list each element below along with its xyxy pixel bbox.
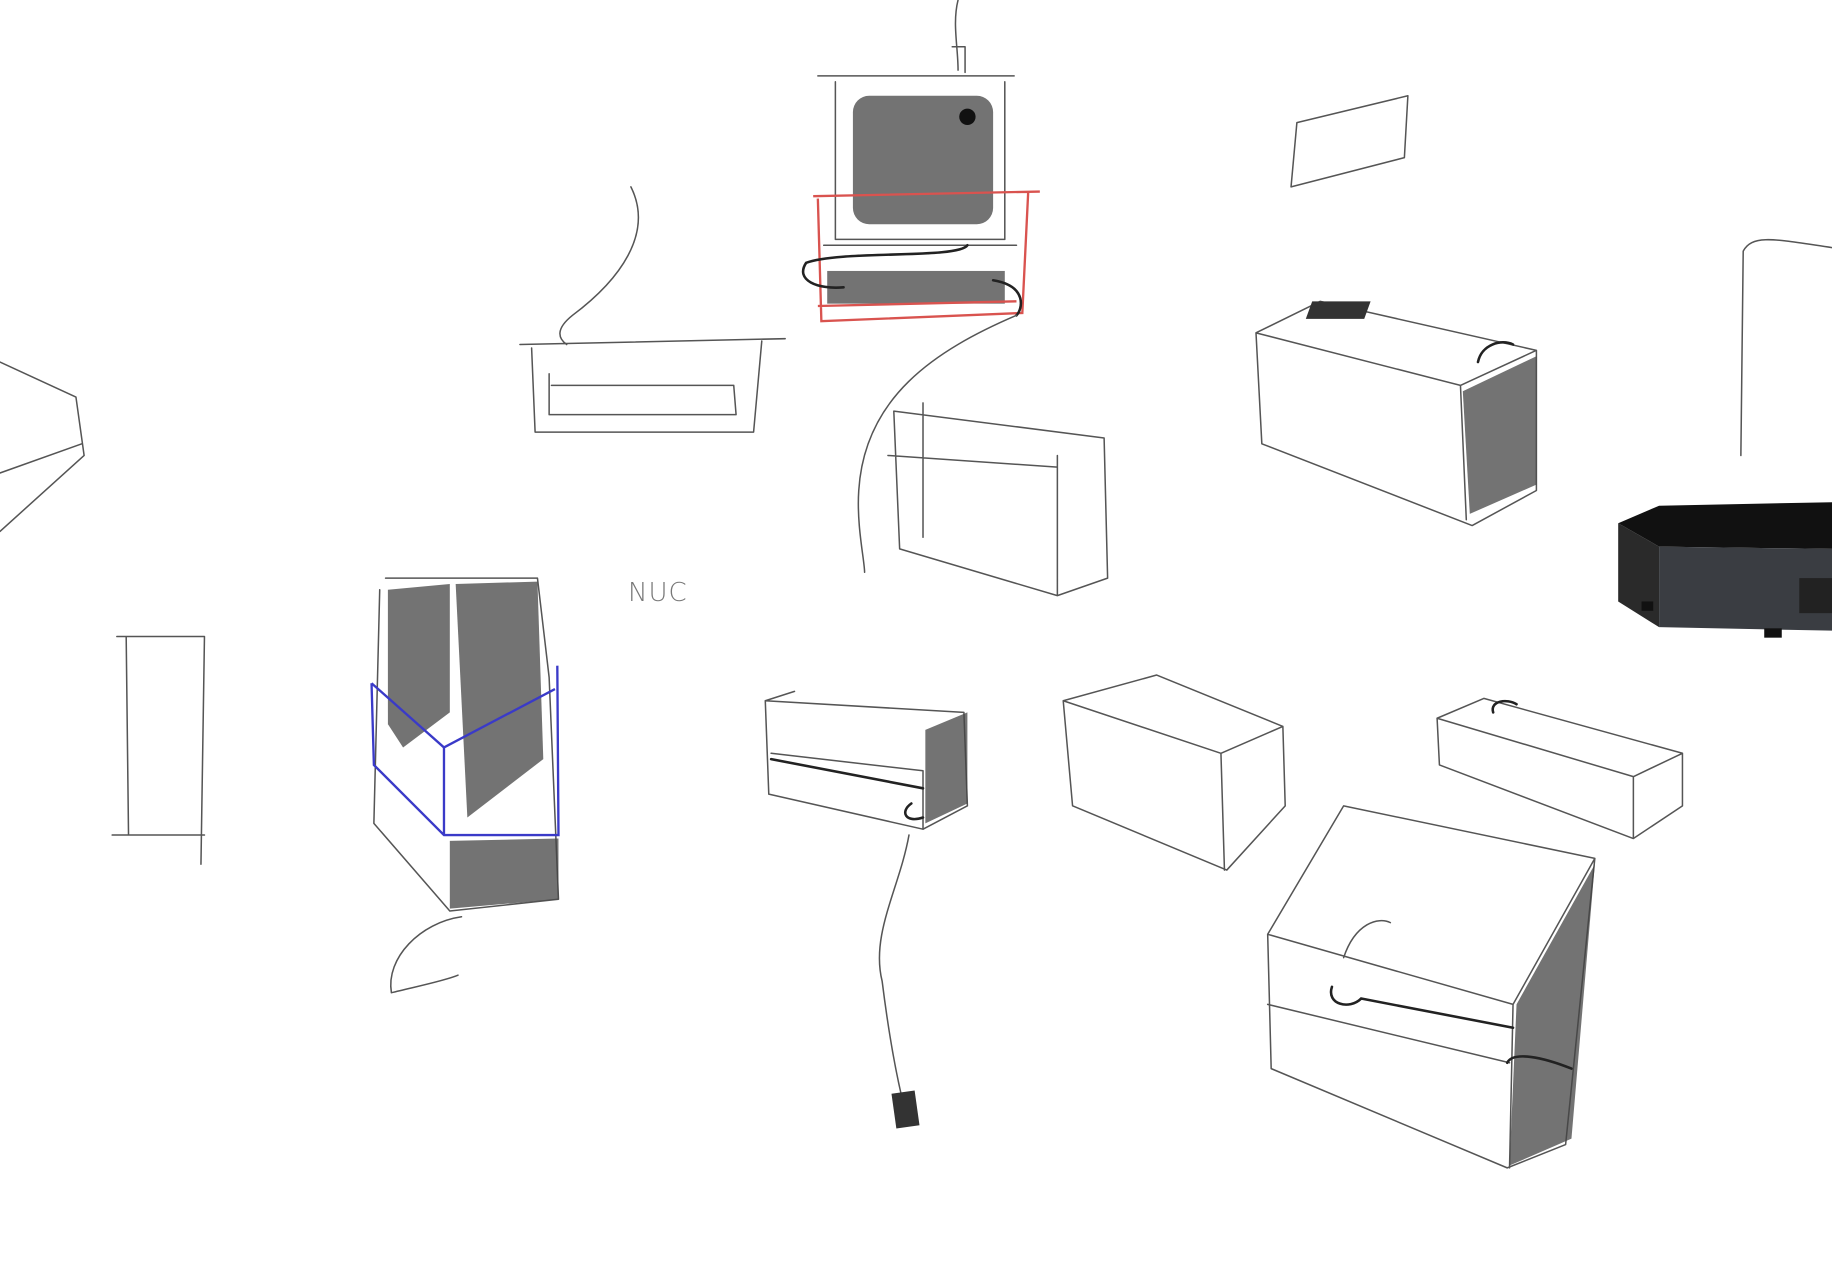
sketch-partial-box-left (0, 361, 85, 533)
sketch-box-middle (1062, 674, 1286, 871)
sketch-box-center (887, 402, 1109, 597)
sketch-parallelogram (1290, 95, 1409, 188)
nuc-label: NUC (628, 578, 688, 608)
sketch-tower (370, 577, 560, 994)
sketch-large-box (1255, 300, 1538, 527)
sketch-monitor (801, 0, 1040, 574)
sketch-box-right (1436, 697, 1684, 840)
sketch-partial-right (1740, 238, 1832, 457)
sketch-tall-rect (111, 635, 206, 865)
sketch-stand (1266, 805, 1596, 1169)
sketch-tray (519, 186, 786, 433)
nuc-device-image (1618, 502, 1832, 638)
sketch-small-box-cable (764, 690, 969, 1129)
